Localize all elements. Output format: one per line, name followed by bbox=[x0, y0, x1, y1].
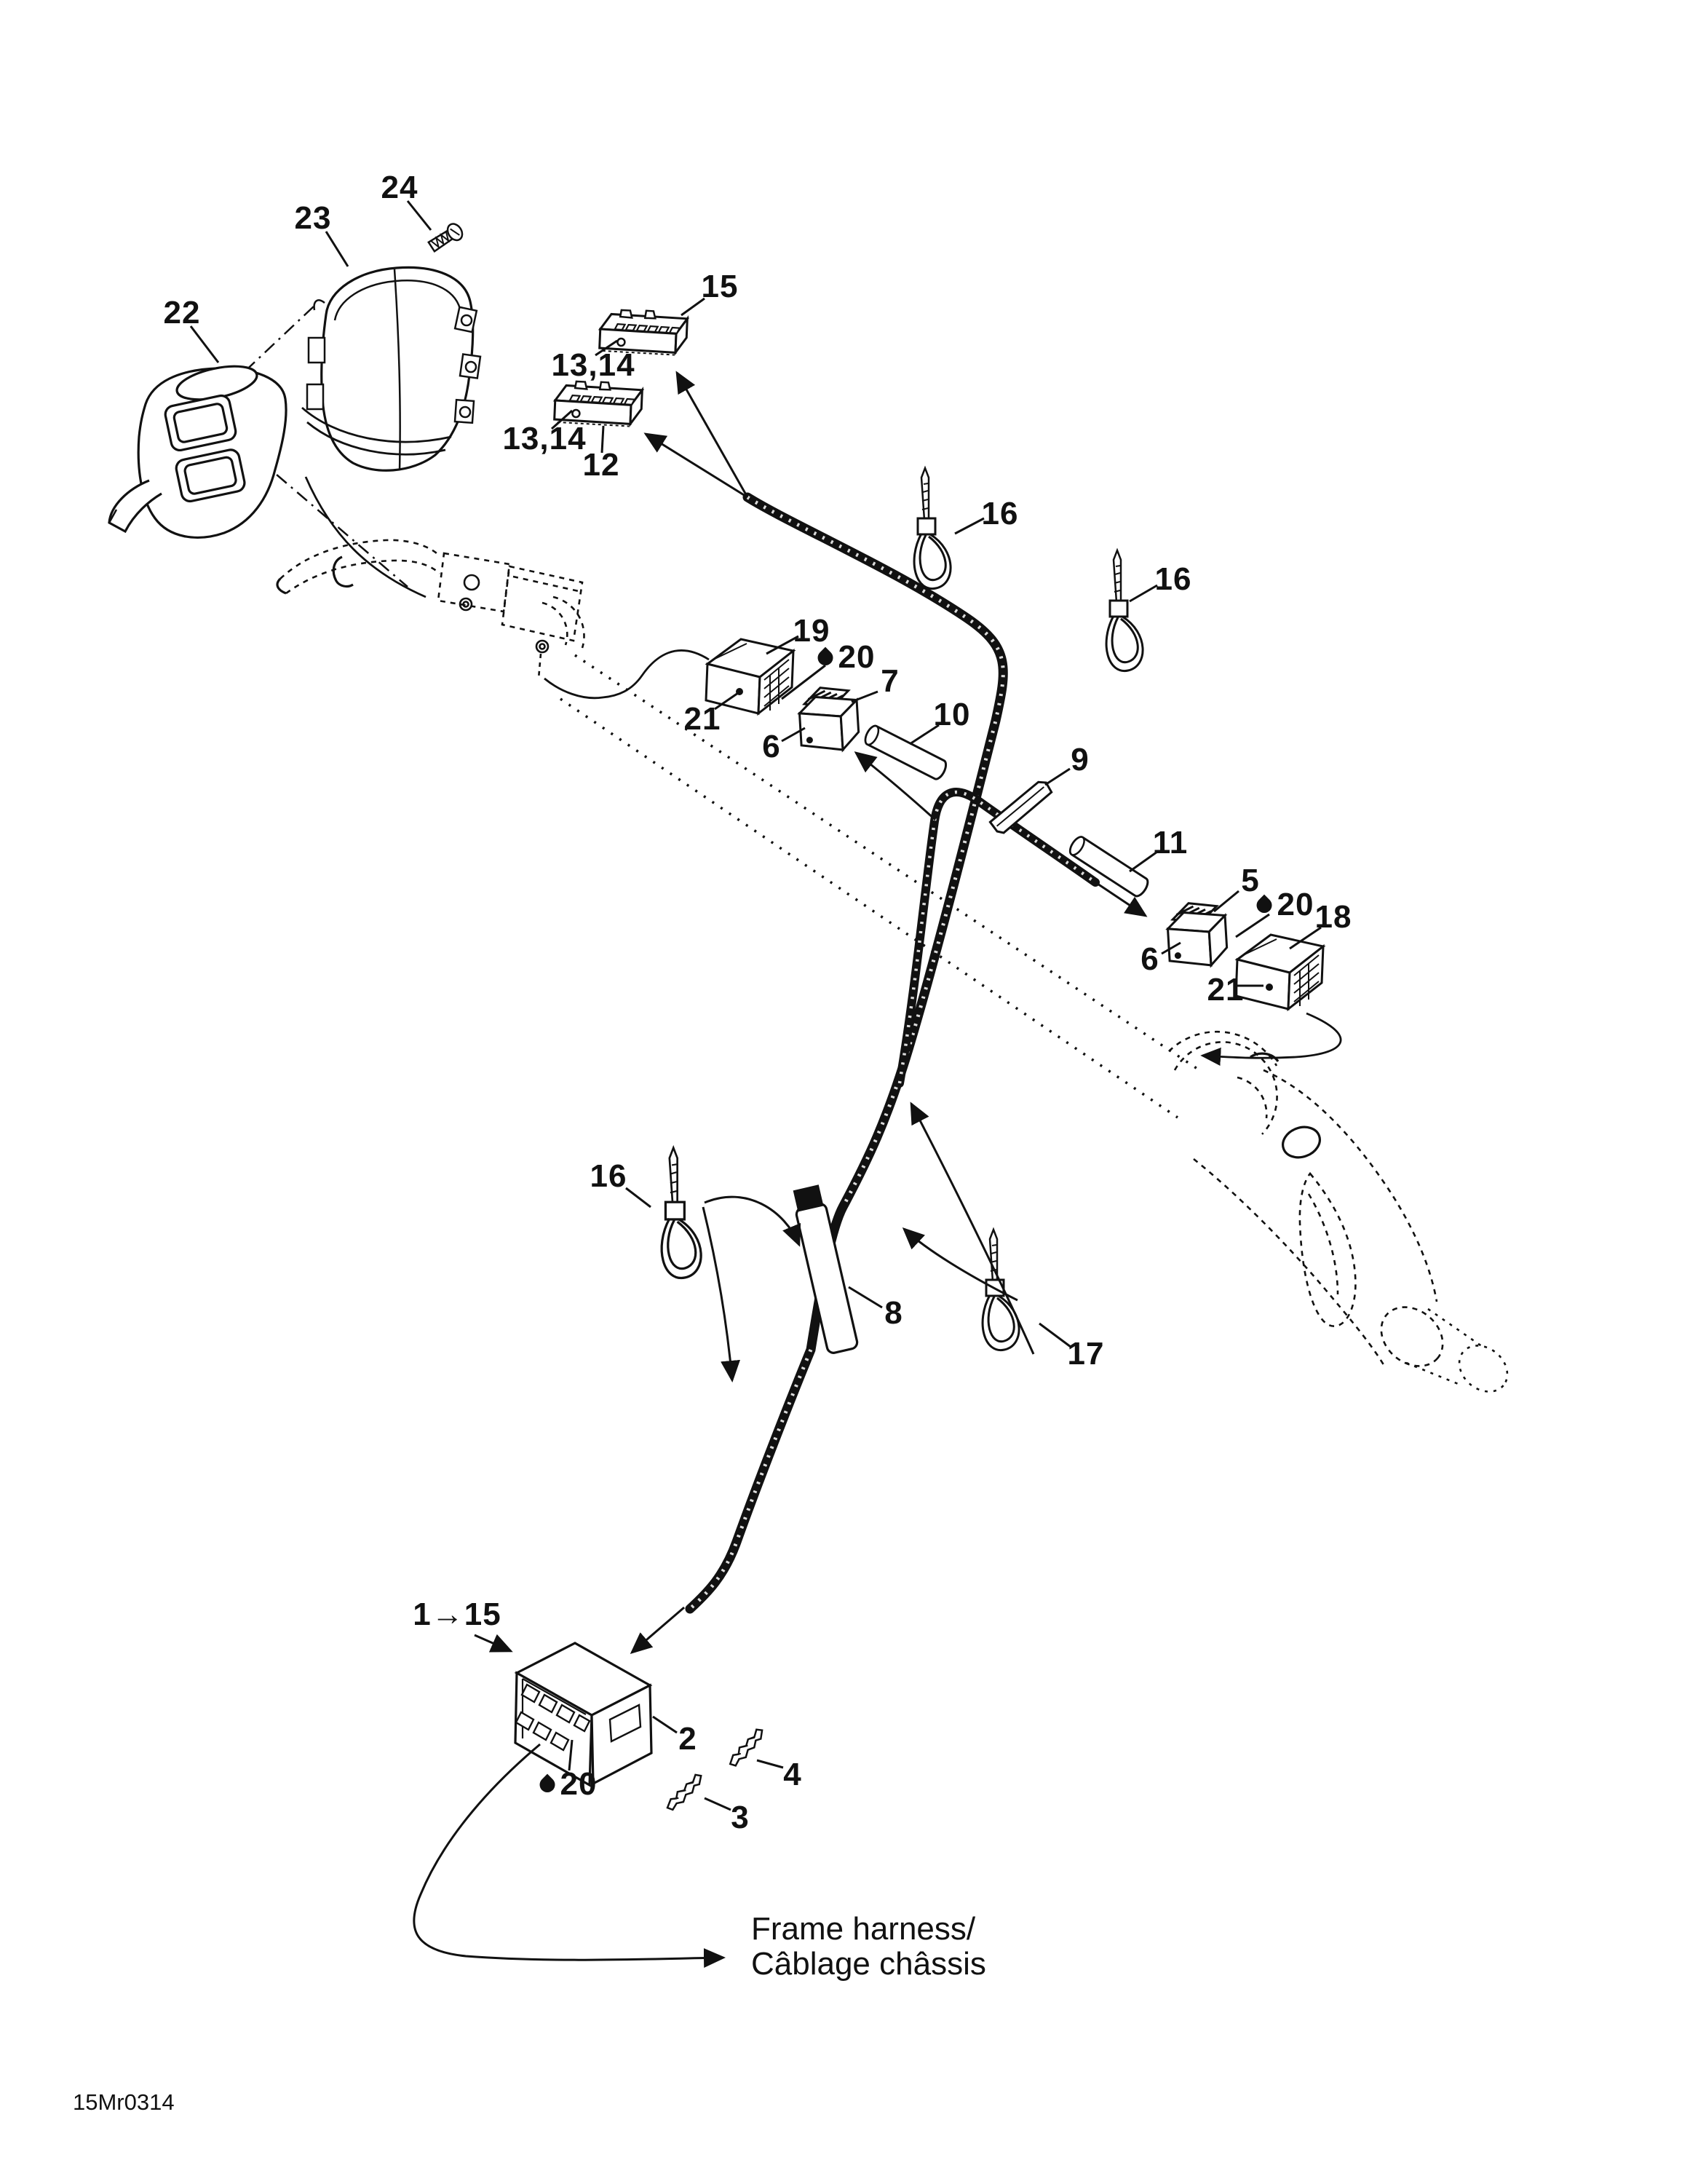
part-callout-terminals: 13,14 bbox=[502, 423, 586, 455]
part-callout-cable-tie: 16 bbox=[590, 1160, 627, 1192]
terminal-3 bbox=[659, 1771, 710, 1813]
part-number: 20 bbox=[1277, 887, 1314, 922]
cable-tie-16a bbox=[913, 467, 952, 590]
part-number: 13,14 bbox=[502, 421, 587, 456]
frame-harness-caption: Frame harness/ Câblage châssis bbox=[751, 1912, 986, 1981]
grip-wire-arrow bbox=[1200, 1012, 1342, 1066]
drawing-code: 15Mr0314 bbox=[73, 2089, 175, 2115]
part-number: 18 bbox=[1314, 899, 1352, 935]
tube-10 bbox=[861, 722, 950, 783]
part-number: 1→15 bbox=[413, 1597, 501, 1632]
part-callout-terminal: 21 bbox=[684, 703, 721, 735]
part-number: 15 bbox=[701, 269, 739, 304]
cable-tie-16b bbox=[1105, 549, 1144, 673]
grease-droplet-icon bbox=[1253, 894, 1275, 916]
part-number: 24 bbox=[381, 170, 418, 205]
part-number: 2 bbox=[678, 1721, 697, 1757]
part-callout-connector-housing: 18 bbox=[1315, 901, 1352, 933]
part-callout-terminal: 4 bbox=[783, 1759, 801, 1791]
part-number: 6 bbox=[762, 729, 781, 764]
screw bbox=[427, 223, 464, 253]
part-callout-protective-sleeve: 8 bbox=[884, 1297, 903, 1329]
part-callout-connector: 7 bbox=[881, 665, 899, 697]
part-callout-protective-sleeve: 9 bbox=[1071, 744, 1089, 776]
part-number: 13,14 bbox=[551, 347, 635, 383]
part-callout-main-connector: 2 bbox=[678, 1723, 697, 1755]
part-callout-connector-housing: 15 bbox=[702, 271, 739, 303]
part-number: 19 bbox=[793, 613, 830, 649]
part-callout-terminal: 3 bbox=[731, 1802, 749, 1834]
part-callout-connector: 6 bbox=[1140, 943, 1159, 976]
caption-line-fr: Câblage châssis bbox=[751, 1945, 986, 1982]
part-number: 22 bbox=[163, 295, 201, 331]
instruction-arrows bbox=[413, 371, 1148, 1968]
part-callout-connector: 6 bbox=[762, 731, 780, 763]
part-number: 16 bbox=[981, 496, 1019, 531]
protective-sleeve-8 bbox=[793, 1184, 859, 1354]
part-number: 11 bbox=[1152, 825, 1189, 860]
part-callout-protective-tube: 11 bbox=[1153, 827, 1189, 859]
brake-switch-wire bbox=[544, 649, 710, 700]
part-callout-connector-assembly: 1→15 bbox=[413, 1599, 501, 1631]
sleeve-9 bbox=[988, 780, 1053, 834]
cable-tie-16c bbox=[660, 1147, 702, 1280]
part-number: 20 bbox=[560, 1766, 598, 1802]
part-number: 20 bbox=[838, 639, 876, 675]
grease-droplet-icon bbox=[814, 646, 836, 668]
part-number: 3 bbox=[731, 1800, 750, 1835]
connector-6-7 bbox=[794, 683, 863, 756]
part-callout-grease-point: 20 bbox=[814, 639, 876, 675]
leader-lines bbox=[189, 200, 1322, 1811]
part-number: 17 bbox=[1067, 1336, 1105, 1372]
part-number: 6 bbox=[1140, 941, 1159, 977]
part-callout-protective-tube: 10 bbox=[934, 699, 971, 731]
frame-harness-arrow bbox=[413, 1743, 726, 1968]
part-number: 5 bbox=[1241, 863, 1260, 898]
part-number: 9 bbox=[1071, 742, 1090, 778]
switch-housing-cover bbox=[301, 266, 482, 598]
part-callout-multifunction-switch: 22 bbox=[164, 297, 201, 329]
part-callout-cable-tie: 16 bbox=[982, 498, 1019, 530]
part-callout-switch-housing-cover: 23 bbox=[295, 202, 332, 234]
connector-5-6 bbox=[1162, 898, 1231, 971]
throttle-grip-phantom bbox=[1168, 1030, 1509, 1393]
part-callout-terminal: 21 bbox=[1207, 974, 1245, 1006]
part-callout-terminals: 13,14 bbox=[551, 349, 635, 381]
part-callout-grease-point: 20 bbox=[1253, 887, 1314, 922]
part-number: 10 bbox=[933, 697, 971, 732]
cable-tie-17 bbox=[981, 1228, 1020, 1352]
caption-line-en: Frame harness/ bbox=[751, 1911, 976, 1947]
part-number: 16 bbox=[590, 1158, 627, 1194]
part-number: 4 bbox=[783, 1757, 802, 1792]
part-callout-cable-tie: 17 bbox=[1068, 1338, 1105, 1370]
grease-droplet-icon bbox=[536, 1773, 558, 1795]
branch-harness-cable bbox=[895, 788, 1100, 1088]
part-callout-connector-housing: 19 bbox=[793, 615, 830, 647]
part-callout-connector: 5 bbox=[1241, 865, 1259, 897]
main-connector-2 bbox=[514, 1642, 653, 1787]
part-callout-connector-housing: 12 bbox=[583, 449, 620, 481]
part-callout-cable-tie: 16 bbox=[1155, 563, 1192, 596]
switch-wires bbox=[544, 649, 1342, 1066]
multifunction-switch bbox=[108, 365, 287, 539]
part-callout-grease-point: 20 bbox=[536, 1766, 598, 1802]
brake-lever-assembly-phantom bbox=[276, 539, 585, 679]
part-number: 16 bbox=[1154, 561, 1192, 597]
part-number: 21 bbox=[683, 701, 721, 737]
part-number: 23 bbox=[294, 200, 332, 236]
part-number: 21 bbox=[1207, 972, 1245, 1008]
part-number: 12 bbox=[582, 447, 620, 483]
part-callout-screw: 24 bbox=[381, 172, 418, 204]
connector-housing-18 bbox=[1234, 933, 1325, 1010]
part-number: 8 bbox=[884, 1295, 903, 1331]
part-number: 7 bbox=[881, 663, 900, 699]
